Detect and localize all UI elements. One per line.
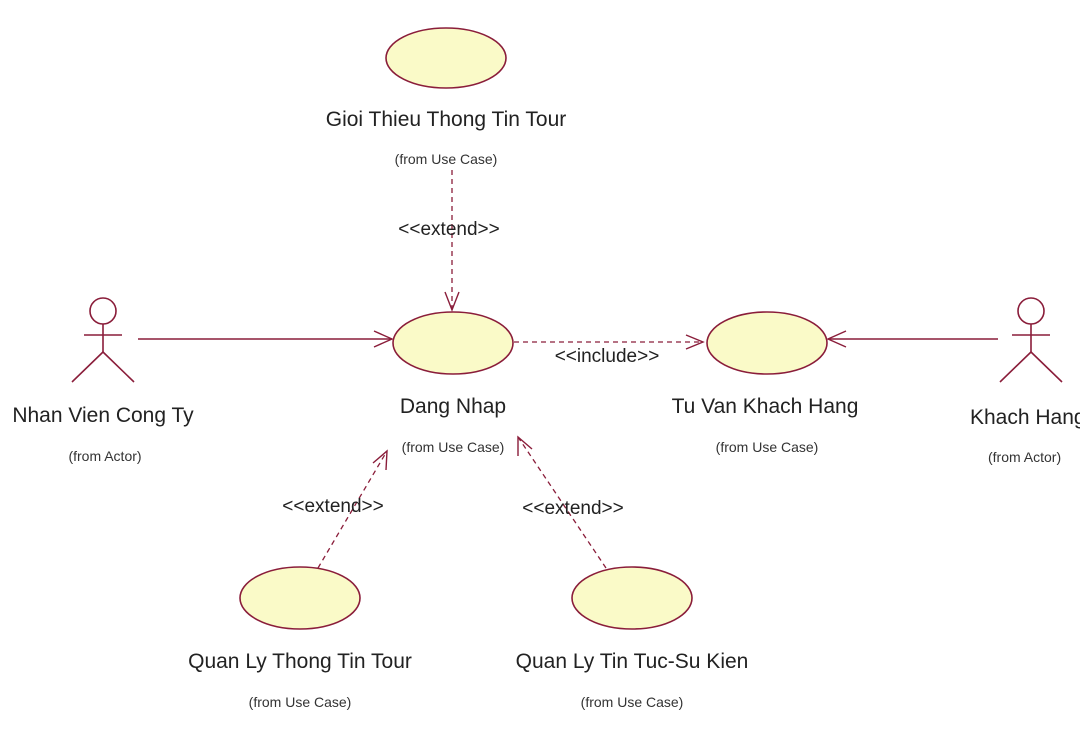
include-dang-nhap-tu-van <box>514 334 705 350</box>
actor-khach-hang-name: Khach Hang <box>970 406 1080 429</box>
actor-nhan-vien-source: (from Actor) <box>68 448 141 464</box>
use-case-quan-ly-tour-source: (from Use Case) <box>249 694 352 710</box>
use-case-quan-ly-tour-name: Quan Ly Thong Tin Tour <box>188 650 412 673</box>
association-nhan-vien-dang-nhap <box>138 330 394 348</box>
use-case-gioi-thieu-name: Gioi Thieu Thong Tin Tour <box>326 108 567 131</box>
extend-quan-ly-tin-tuc-dang-nhap <box>517 435 607 569</box>
use-case-quan-ly-tin-tuc-name: Quan Ly Tin Tuc-Su Kien <box>516 650 749 673</box>
association-khach-hang-tu-van <box>826 330 998 348</box>
extend-label-quan-ly-tour: <<extend>> <box>282 496 383 517</box>
use-case-quan-ly-tin-tuc-ellipse[interactable] <box>571 566 693 630</box>
use-case-tu-van-name: Tu Van Khach Hang <box>672 395 859 418</box>
extend-label-quan-ly-tin-tuc: <<extend>> <box>522 498 623 519</box>
use-case-dang-nhap-name: Dang Nhap <box>400 395 506 418</box>
use-case-gioi-thieu-ellipse[interactable] <box>385 27 507 89</box>
actor-khach-hang-icon[interactable] <box>999 297 1063 383</box>
actor-nhan-vien-name: Nhan Vien Cong Ty <box>12 404 194 427</box>
extend-gioi-thieu-dang-nhap <box>444 170 460 312</box>
extend-quan-ly-tour-dang-nhap <box>317 449 388 569</box>
use-case-gioi-thieu-source: (from Use Case) <box>395 151 498 167</box>
use-case-quan-ly-tour-ellipse[interactable] <box>239 566 361 630</box>
extend-label-gioi-thieu: <<extend>> <box>398 219 499 240</box>
use-case-dang-nhap-ellipse[interactable] <box>392 311 514 375</box>
use-case-tu-van-ellipse[interactable] <box>706 311 828 375</box>
use-case-tu-van-source: (from Use Case) <box>716 439 819 455</box>
actor-nhan-vien-icon[interactable] <box>71 297 135 383</box>
actor-khach-hang-source: (from Actor) <box>988 449 1061 465</box>
use-case-dang-nhap-source: (from Use Case) <box>402 439 505 455</box>
include-label-tu-van: <<include>> <box>555 346 660 367</box>
use-case-quan-ly-tin-tuc-source: (from Use Case) <box>581 694 684 710</box>
